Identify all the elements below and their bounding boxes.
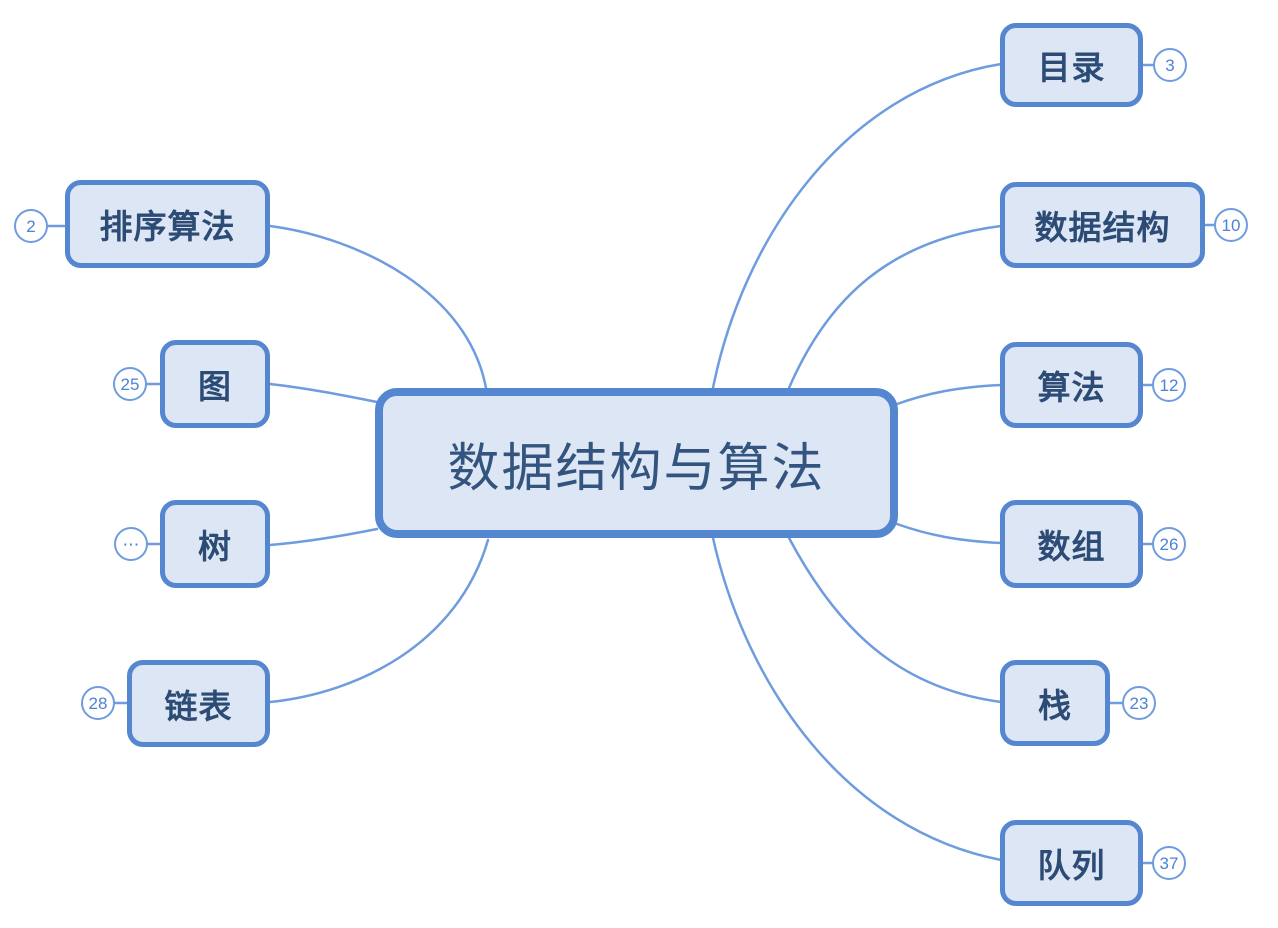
count-badge-paixusuanfa[interactable]: 2	[14, 209, 48, 243]
count-badge-shuzu[interactable]: 26	[1152, 527, 1186, 561]
topic-node-label: 数组	[1037, 528, 1106, 565]
topic-node-lianbiao[interactable]: 链表	[127, 660, 270, 747]
count-badge-value: 3	[1165, 55, 1175, 75]
count-badge-shujujiegou[interactable]: 10	[1214, 208, 1248, 242]
topic-node-shuzu[interactable]: 数组	[1000, 500, 1143, 588]
topic-node-shujujiegou[interactable]: 数据结构	[1000, 182, 1205, 268]
count-badge-suanfa[interactable]: 12	[1152, 368, 1186, 402]
connection-line-paixusuanfa	[268, 224, 488, 390]
topic-node-shu[interactable]: 树	[160, 500, 270, 588]
topic-node-label: 链表	[164, 687, 233, 725]
connection-line-zhan	[787, 536, 1003, 704]
count-badge-value: 37	[1159, 853, 1179, 873]
topic-node-label: 数据结构	[1034, 209, 1171, 246]
topic-node-label: 树	[198, 528, 232, 565]
count-badge-shu[interactable]: ⋯	[114, 527, 148, 561]
count-badge-tu[interactable]: 25	[113, 367, 147, 401]
topic-node-label: 队列	[1037, 847, 1106, 884]
topic-node-paixusuanfa[interactable]: 排序算法	[65, 180, 270, 268]
topic-node-label: 算法	[1037, 369, 1106, 406]
root-node[interactable]: 数据结构与算法	[375, 388, 898, 538]
count-badge-value: 25	[120, 374, 140, 394]
topic-node-label: 栈	[1038, 687, 1072, 724]
root-node-label: 数据结构与算法	[447, 439, 826, 498]
count-badge-value: 23	[1129, 693, 1149, 713]
connection-line-shujujiegou	[787, 224, 1003, 390]
topic-node-label: 目录	[1037, 49, 1106, 86]
connection-line-lianbiao	[268, 538, 490, 704]
topic-node-tu[interactable]: 图	[160, 340, 270, 428]
topic-node-label: 图	[198, 368, 232, 405]
count-badge-duilie[interactable]: 37	[1152, 846, 1186, 880]
count-badge-zhan[interactable]: 23	[1122, 686, 1156, 720]
connection-line-shu	[268, 527, 379, 547]
count-badge-value: 10	[1221, 215, 1241, 235]
topic-node-suanfa[interactable]: 算法	[1000, 342, 1143, 428]
connection-line-shuzu	[895, 522, 1003, 545]
count-badge-mulu[interactable]: 3	[1153, 48, 1187, 82]
connection-line-duilie	[711, 536, 1003, 862]
count-badge-value: ⋯	[122, 534, 140, 554]
connection-line-tu	[268, 382, 379, 404]
topic-node-zhan[interactable]: 栈	[1000, 660, 1110, 746]
connection-line-mulu	[711, 62, 1003, 390]
count-badge-value: 12	[1159, 375, 1179, 395]
count-badge-value: 28	[88, 693, 108, 713]
topic-node-mulu[interactable]: 目录	[1000, 23, 1143, 107]
connection-line-suanfa	[895, 383, 1003, 406]
topic-node-duilie[interactable]: 队列	[1000, 820, 1143, 906]
count-badge-value: 26	[1159, 534, 1179, 554]
count-badge-value: 2	[26, 216, 36, 236]
topic-node-label: 排序算法	[99, 208, 236, 245]
count-badge-lianbiao[interactable]: 28	[81, 686, 115, 720]
